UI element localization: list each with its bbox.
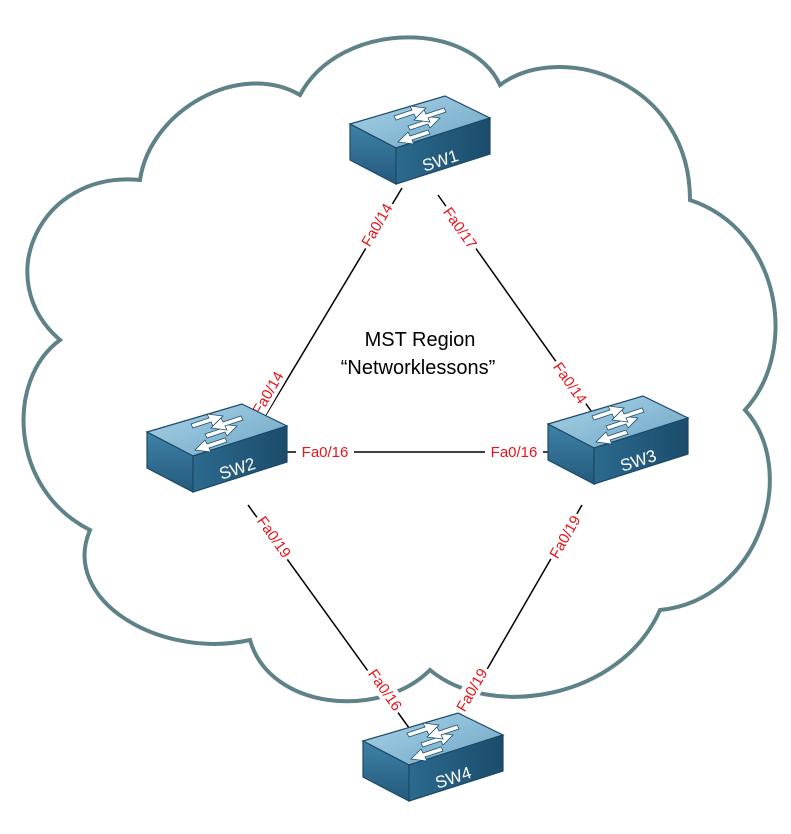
switch-icon <box>362 712 504 802</box>
port-label-sw4-sw3: Fa0/19 <box>453 666 491 715</box>
port-label-sw3-sw2: Fa0/16 <box>491 444 538 461</box>
region-title: MST Region <box>365 329 476 351</box>
switch-icon <box>146 403 288 493</box>
switch-sw1[interactable]: SW1 <box>349 95 491 185</box>
port-label-sw1-sw2: Fa0/14 <box>358 201 396 250</box>
port-label-sw2-sw3: Fa0/16 <box>302 444 349 461</box>
mst-region-cloud <box>21 35 778 704</box>
switch-sw3[interactable]: SW3 <box>547 395 689 485</box>
switch-sw4[interactable]: SW4 <box>362 712 504 802</box>
region-name: “Networklessons” <box>341 357 495 379</box>
port-labels: Fa0/14 Fa0/14 Fa0/17 Fa0/14 Fa0/16 Fa0/1… <box>246 197 594 718</box>
switch-icon <box>349 95 491 185</box>
switch-sw2[interactable]: SW2 <box>146 403 288 493</box>
switch-icon <box>547 395 689 485</box>
port-label-sw3-sw4: Fa0/19 <box>546 513 584 562</box>
